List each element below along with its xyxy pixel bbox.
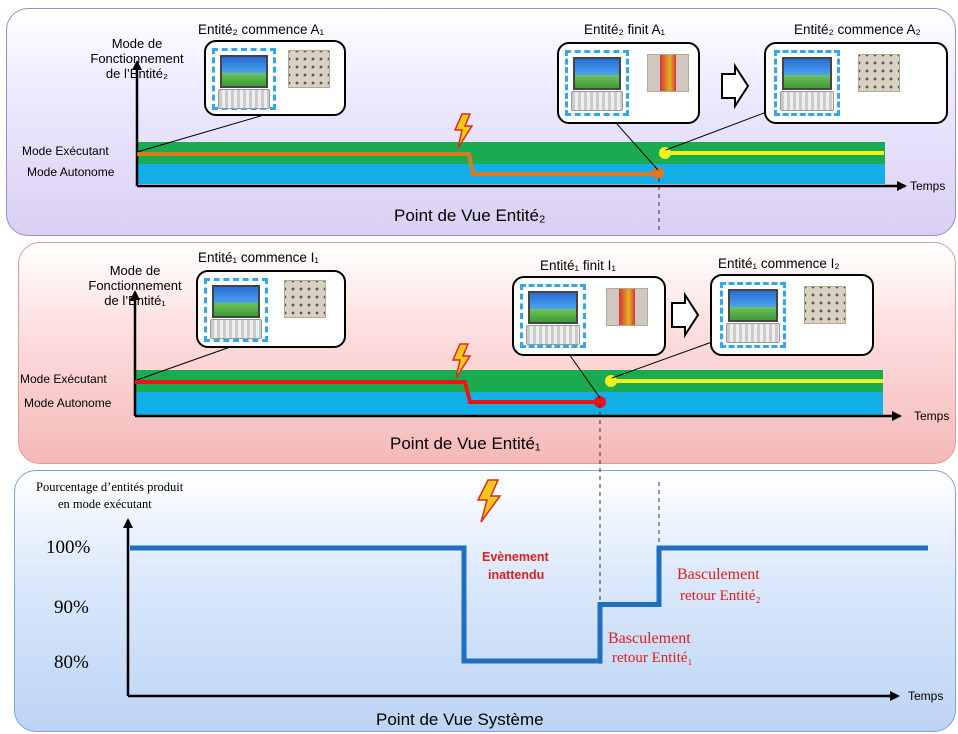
laptop-icon <box>565 50 629 116</box>
mid-lightning-icon <box>451 343 472 379</box>
mid-caption-start: Entité₁ commence I₁ <box>198 250 319 265</box>
mid-connector-finish <box>568 353 601 399</box>
laptop-icon <box>520 284 586 348</box>
bot-lightning-icon <box>476 479 502 523</box>
mid-caption-finish: Entité₁ finit I₁ <box>540 258 616 273</box>
top-connector-finish <box>616 123 659 171</box>
top-orange-path <box>137 152 658 176</box>
workpiece-photo <box>606 288 648 326</box>
top-mode-autonome: Mode Autonome <box>27 165 115 179</box>
percentage-step-line <box>130 545 928 664</box>
top-start-image-box <box>204 40 346 116</box>
top-caption-start: Entité₂ commence A₁ <box>198 22 325 37</box>
top-yellow-dot <box>659 147 671 159</box>
top-orange-dot <box>652 167 664 179</box>
top-finish-image-box <box>557 42 700 124</box>
top-caption-next: Entité₂ commence A₂ <box>794 22 921 37</box>
laptop-icon <box>774 50 840 116</box>
workpiece-photo <box>284 280 326 318</box>
bot-y-axis-label-line1: Pourcentage d’entités produit <box>36 480 184 494</box>
switch1-label-line1: Basculement <box>608 630 691 647</box>
laptop-icon <box>720 282 786 348</box>
top-caption-finish: Entité₂ finit A₁ <box>584 22 666 37</box>
step-series-line <box>130 545 928 664</box>
event-label-line2: inattendu <box>488 568 545 582</box>
workpiece-photo <box>858 54 900 92</box>
tick-label-100: 100% <box>46 537 91 558</box>
mid-mode-executant: Mode Exécutant <box>20 372 107 386</box>
mid-panel-title: Point de Vue Entité₁ <box>390 434 541 453</box>
bot-y-axis-label-line2: en mode exécutant <box>58 497 152 511</box>
mid-red-path <box>135 380 600 404</box>
mid-green-band <box>135 370 883 392</box>
mid-finish-image-box <box>512 276 666 356</box>
tick-label-80: 80% <box>54 652 89 673</box>
mid-yellow-dot <box>605 375 617 387</box>
mid-caption-next: Entité₁ commence I₂ <box>718 256 840 271</box>
workpiece-photo <box>804 286 846 324</box>
mid-next-arrow-icon <box>671 291 700 339</box>
top-green-band <box>137 142 885 164</box>
mid-mode-autonome: Mode Autonome <box>24 396 112 410</box>
top-next-arrow-icon <box>721 62 750 110</box>
top-connector-start <box>136 114 265 153</box>
switch2-label-line2: retour Entité₂ <box>680 588 761 604</box>
event-label-line1: Evènement <box>482 550 549 564</box>
top-next-image-box <box>764 42 948 124</box>
mid-x-axis-label: Temps <box>914 409 950 423</box>
top-connector-next <box>665 112 765 151</box>
top-x-axis-label: Temps <box>910 179 946 193</box>
laptop-icon <box>204 278 268 342</box>
top-mode-executant: Mode Exécutant <box>22 144 109 158</box>
mid-next-image-box <box>710 274 874 356</box>
switch1-label-line2: retour Entité₁ <box>612 650 693 666</box>
mid-red-dot <box>594 396 606 408</box>
top-lightning-icon <box>453 113 474 149</box>
bot-panel-title: Point de Vue Système <box>376 710 544 729</box>
mid-start-image-box <box>196 270 346 348</box>
mid-y-axis-label: Mode de Fonctionnement de l’Entité₁ <box>88 263 182 308</box>
top-panel-title: Point de Vue Entité₂ <box>394 206 546 225</box>
laptop-icon <box>212 48 276 110</box>
tick-label-90: 90% <box>54 597 89 618</box>
mid-connector-next <box>611 341 713 379</box>
switch2-label-line1: Basculement <box>677 566 760 583</box>
top-y-axis-label: Mode de Fonctionnement de l’Entité₂ <box>90 36 184 81</box>
workpiece-photo <box>647 54 689 92</box>
workpiece-photo <box>288 50 330 88</box>
bot-x-axis-label: Temps <box>908 689 944 703</box>
